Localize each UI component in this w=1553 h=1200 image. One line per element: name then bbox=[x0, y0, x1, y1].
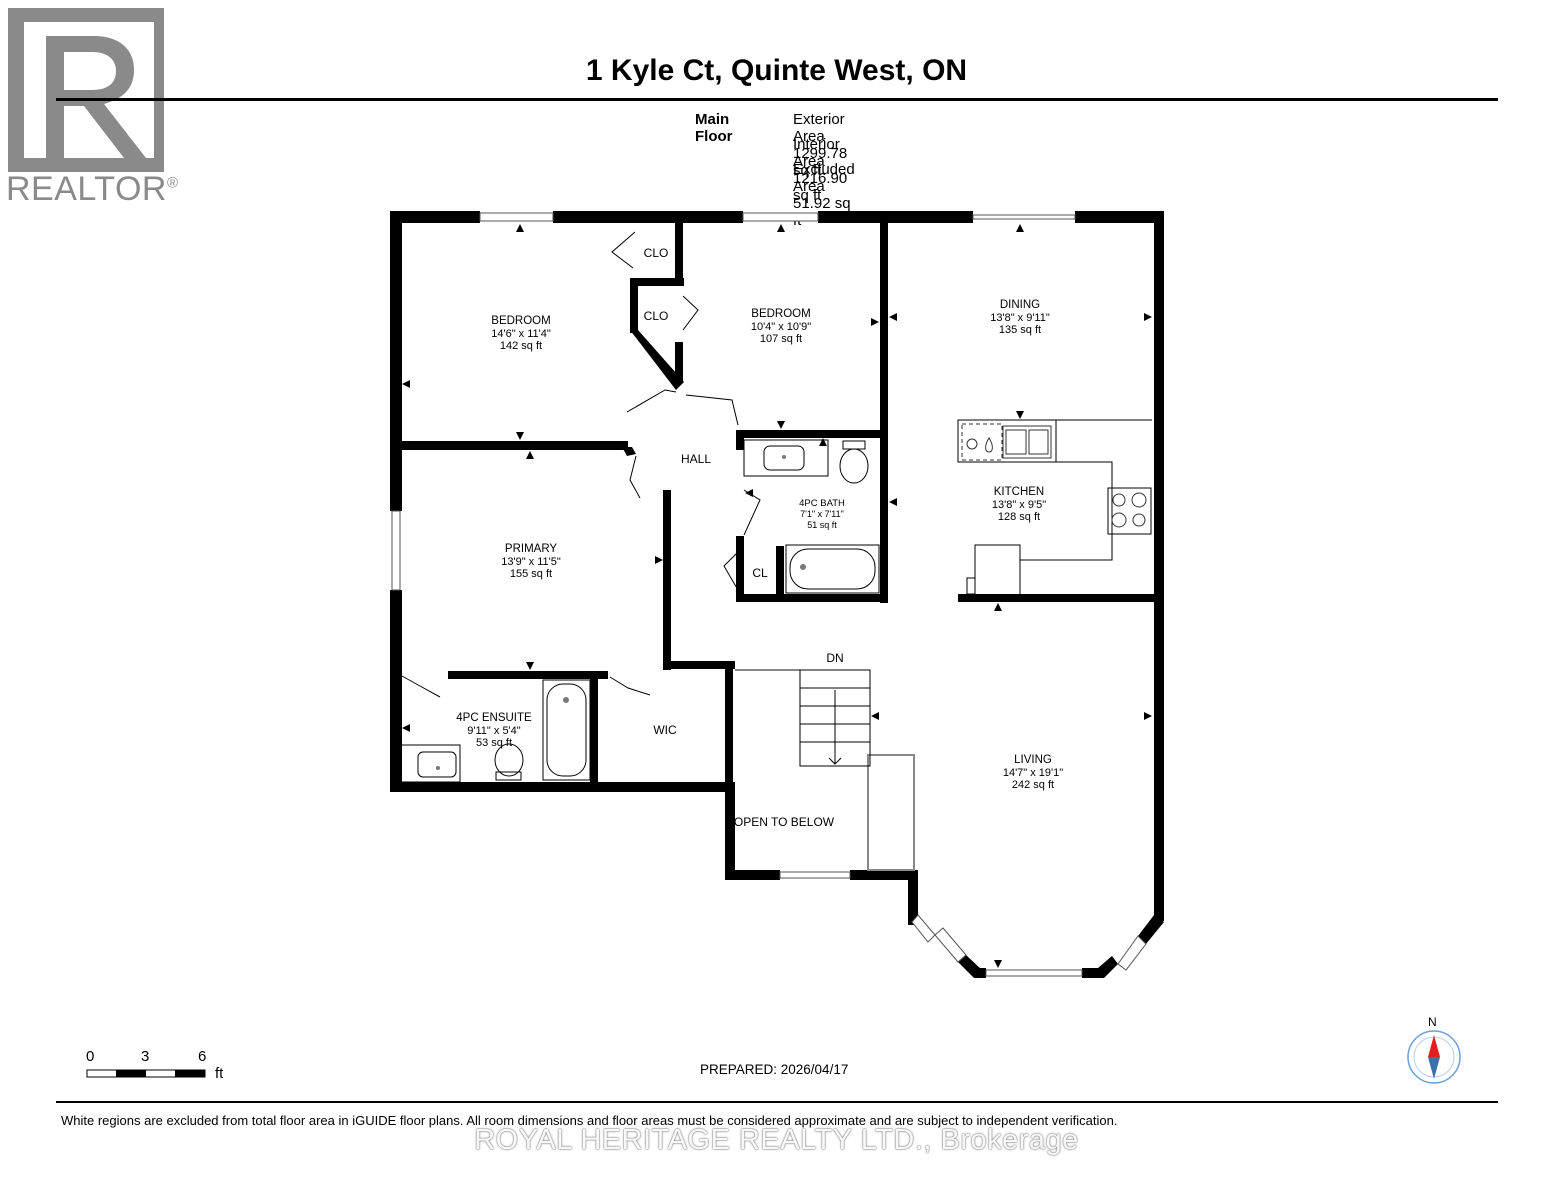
doors bbox=[401, 231, 761, 698]
scale-bar bbox=[86, 1069, 206, 1078]
room-name: 4PC BATH bbox=[799, 498, 845, 509]
room-area: 135 sq ft bbox=[998, 324, 1042, 336]
room-area: 128 sq ft bbox=[997, 511, 1041, 523]
room-dims: 14'6" x 11'4" bbox=[491, 327, 551, 340]
room-primary: PRIMARY 13'9" x 11'5" 155 sq ft bbox=[501, 543, 561, 581]
interior-walls bbox=[392, 223, 1158, 782]
exterior-walls bbox=[390, 211, 1164, 978]
registered-mark: ® bbox=[166, 174, 179, 192]
stair-rails bbox=[735, 669, 915, 871]
room-kitchen: KITCHEN 13'8" x 9'5" 128 sq ft bbox=[992, 486, 1046, 524]
room-dims: 10'4" x 10'9" bbox=[750, 320, 812, 333]
compass-north-label: N bbox=[1428, 1015, 1437, 1029]
realtor-r-icon bbox=[8, 8, 164, 172]
room-dims: 13'8" x 9'11" bbox=[990, 311, 1050, 324]
page-title: 1 Kyle Ct, Quinte West, ON bbox=[585, 54, 968, 87]
excluded-area: Excluded Area 51.92 sq ft bbox=[793, 161, 855, 229]
room-area: 155 sq ft bbox=[509, 568, 553, 580]
room-area: 53 sq ft bbox=[475, 737, 513, 749]
room-bedroom-1: BEDROOM 14'6" x 11'4" 142 sq ft bbox=[491, 315, 551, 353]
brokerage-watermark: ROYAL HERITAGE REALTY LTD., Brokerage bbox=[474, 1124, 1079, 1156]
exterior-area: Exterior Area 1299.78 sq ft bbox=[793, 111, 848, 179]
room-area: 51 sq ft bbox=[807, 520, 837, 530]
realtor-logo bbox=[6, 6, 166, 206]
realtor-wordmark: REALTOR® bbox=[6, 170, 179, 209]
cl-label: CL bbox=[752, 566, 768, 580]
room-name: 4PC ENSUITE bbox=[456, 712, 532, 724]
scale-six: 6 bbox=[198, 1048, 207, 1065]
open-to-below-label: OPEN TO BELOW bbox=[733, 815, 835, 829]
room-area: 242 sq ft bbox=[1011, 779, 1055, 791]
kitchen-fixtures bbox=[961, 423, 1147, 528]
room-4pc-bath: 4PC BATH 7'1" x 7'11" 51 sq ft bbox=[799, 498, 845, 531]
stairs bbox=[799, 669, 871, 767]
kitchen-counters bbox=[957, 419, 1152, 596]
room-dims: 7'1" x 7'11" bbox=[800, 509, 844, 519]
dimension-arrows bbox=[402, 224, 1152, 968]
room-dims: 13'9" x 11'5" bbox=[501, 555, 561, 568]
footer-rule bbox=[56, 1101, 1498, 1103]
room-living: LIVING 14'7" x 19'1" 242 sq ft bbox=[1003, 754, 1063, 792]
windows bbox=[391, 212, 1147, 977]
room-4pc-ensuite: 4PC ENSUITE 9'11" x 5'4" 53 sq ft bbox=[456, 712, 531, 750]
scale-unit: ft bbox=[215, 1065, 224, 1082]
room-name: LIVING bbox=[1014, 754, 1052, 766]
room-area: 142 sq ft bbox=[499, 340, 543, 352]
room-dining: DINING 13'8" x 9'11" 135 sq ft bbox=[990, 299, 1050, 337]
wic-label: WIC bbox=[653, 723, 677, 737]
scale-zero: 0 bbox=[86, 1048, 95, 1065]
hall-label: HALL bbox=[680, 452, 712, 466]
stairs-down-label: DN bbox=[826, 651, 844, 665]
room-name: BEDROOM bbox=[751, 308, 811, 320]
bath-fixtures bbox=[399, 439, 880, 783]
room-area: 107 sq ft bbox=[759, 333, 803, 345]
title-rule bbox=[56, 98, 1498, 101]
room-name: DINING bbox=[999, 299, 1041, 311]
interior-area: Interior Area 1216.90 sq ft bbox=[793, 136, 848, 204]
room-dims: 9'11" x 5'4" bbox=[467, 724, 521, 737]
room-name: KITCHEN bbox=[993, 486, 1045, 498]
room-dims: 14'7" x 19'1" bbox=[1002, 766, 1064, 779]
room-dims: 13'8" x 9'5" bbox=[991, 498, 1047, 511]
room-bedroom-2: BEDROOM 10'4" x 10'9" 107 sq ft bbox=[751, 308, 811, 346]
closet-label-1: CLO bbox=[643, 246, 669, 260]
fixture-drains bbox=[436, 455, 806, 770]
compass-icon bbox=[1407, 1030, 1461, 1084]
closet-label-2: CLO bbox=[643, 309, 669, 323]
prepared-date: PREPARED: 2026/04/17 bbox=[700, 1062, 849, 1077]
room-name: BEDROOM bbox=[491, 315, 551, 327]
disclaimer-text: White regions are excluded from total fl… bbox=[61, 1113, 1118, 1128]
realtor-word: REALTOR bbox=[6, 170, 167, 208]
scale-three: 3 bbox=[141, 1048, 150, 1065]
room-name: PRIMARY bbox=[504, 543, 558, 555]
floor-name: Main Floor bbox=[695, 111, 733, 145]
